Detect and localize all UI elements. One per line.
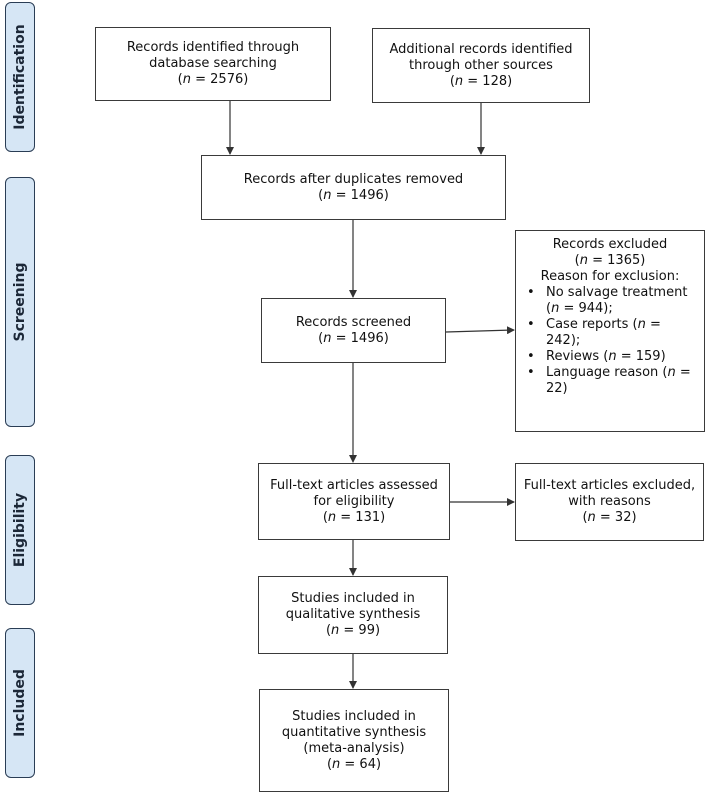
dup-removed-count: (n = 1496) <box>318 187 389 203</box>
fulltext-text: Full-text articles assessed for eligibil… <box>270 477 438 509</box>
quantitative-count: (n = 64) <box>326 756 382 772</box>
other-sources-count: (n = 128) <box>449 73 513 89</box>
exclusion-reasons-list: No salvage treatment (n = 944); Case rep… <box>522 285 698 397</box>
box-qualitative-synthesis: Studies included in qualitative synthesi… <box>258 576 448 654</box>
excluded-count: (n = 1365) <box>574 253 646 268</box>
exclusion-reason: No salvage treatment (n = 944); <box>522 285 698 317</box>
arrow-screened-to-excluded <box>445 326 515 335</box>
exclusion-reason: Reviews (n = 159) <box>522 349 698 365</box>
box-records-excluded: Records excluded (n = 1365) Reason for e… <box>515 230 705 432</box>
box-quantitative-synthesis: Studies included in quantitative synthes… <box>259 689 449 792</box>
fulltext-count: (n = 131) <box>322 509 386 525</box>
qualitative-count: (n = 99) <box>325 623 381 638</box>
screened-text: Records screened <box>295 314 412 330</box>
ft-excluded-count: (n = 32) <box>582 510 637 525</box>
phase-eligibility: Eligibility <box>5 455 35 605</box>
db-search-count: (n = 2576) <box>177 72 249 87</box>
exclusion-reason: Case reports (n = 242); <box>522 317 698 349</box>
ft-excluded-text: Full-text articles excluded, with reason… <box>523 478 696 509</box>
exclusion-reason: Language reason (n = 22) <box>522 365 698 397</box>
box-fulltext-excluded: Full-text articles excluded, with reason… <box>515 463 704 541</box>
exclusion-reason-label: Reason for exclusion: <box>540 269 680 284</box>
qualitative-text: Studies included in qualitative synthesi… <box>285 591 421 622</box>
other-sources-text: Additional records identified through ot… <box>389 41 573 73</box>
quantitative-text: Studies included in quantitative synthes… <box>281 708 427 756</box>
box-additional-records: Additional records identified through ot… <box>372 28 590 103</box>
phase-included: Included <box>5 628 35 778</box>
box-records-screened: Records screened (n = 1496) <box>261 298 446 363</box>
box-records-identified-database: Records identified through database sear… <box>95 27 331 101</box>
dup-removed-text: Records after duplicates removed <box>243 171 464 187</box>
phase-screening: Screening <box>5 177 35 427</box>
phase-identification: Identification <box>5 2 35 152</box>
box-duplicates-removed: Records after duplicates removed (n = 14… <box>201 155 506 220</box>
screened-count: (n = 1496) <box>318 330 389 346</box>
box-fulltext-assessed: Full-text articles assessed for eligibil… <box>258 463 450 540</box>
db-search-text: Records identified through database sear… <box>126 40 300 71</box>
excluded-title: Records excluded <box>552 237 668 252</box>
